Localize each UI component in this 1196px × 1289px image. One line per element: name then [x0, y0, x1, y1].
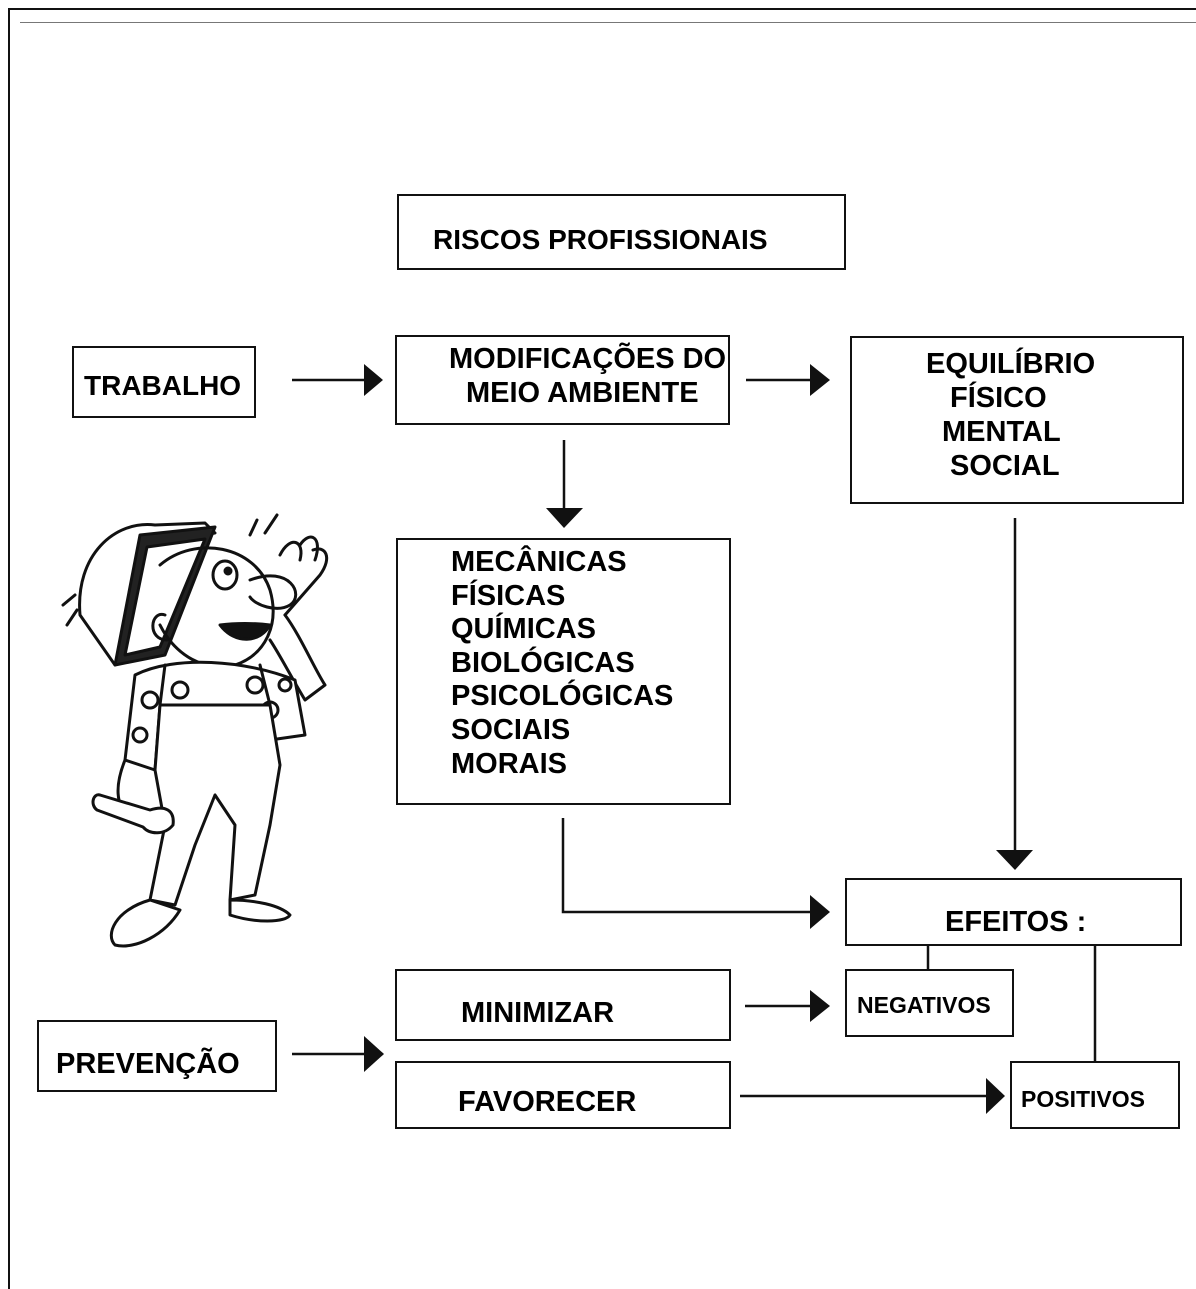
list-item: SOCIAIS [451, 713, 571, 746]
effects-label: EFEITOS : [945, 906, 1087, 938]
list-item: MECÂNICAS [451, 546, 627, 578]
arrowhead-icon [810, 895, 830, 929]
work-box: TRABALHO [72, 346, 256, 418]
effects-box: EFEITOS : [845, 878, 1182, 946]
prevention-box: PREVENÇÃO [37, 1020, 277, 1092]
balance-line-1: EQUILÍBRIO [926, 348, 1096, 380]
worker-with-helmet-and-wrench-icon [61, 513, 329, 948]
arrowhead-icon [986, 1078, 1005, 1114]
favor-box: FAVORECER [395, 1061, 731, 1129]
balance-line-3: MENTAL [942, 416, 1061, 448]
minimize-box: MINIMIZAR [395, 969, 731, 1041]
page-border-top-inner [20, 22, 1196, 23]
positive-label: POSITIVOS [1021, 1086, 1145, 1112]
favor-label: FAVORECER [458, 1086, 637, 1118]
list-item: PSICOLÓGICAS [451, 680, 674, 713]
balance-line-4: SOCIAL [950, 450, 1060, 482]
negative-label: NEGATIVOS [857, 992, 991, 1018]
arrowhead-icon [810, 990, 830, 1022]
page-border-left [8, 8, 10, 1289]
minimize-label: MINIMIZAR [461, 997, 615, 1029]
arrow-risks-to-effects [561, 818, 812, 914]
arrowhead-icon [810, 364, 830, 396]
env-change-line-1: MODIFICAÇÕES DO [449, 343, 727, 375]
work-label: TRABALHO [84, 370, 242, 401]
risk-types-list: MECÂNICAS FÍSICAS QUÍMICAS BIOLÓGICAS PS… [451, 546, 673, 781]
risk-types-box: MECÂNICAS FÍSICAS QUÍMICAS BIOLÓGICAS PS… [396, 538, 731, 805]
balance-line-2: FÍSICO [950, 382, 1047, 414]
prevention-label: PREVENÇÃO [56, 1048, 240, 1080]
list-item: BIOLÓGICAS [451, 646, 635, 679]
list-item: FÍSICAS [451, 579, 566, 612]
arrowhead-icon [364, 1036, 384, 1072]
arrowhead-icon [364, 364, 383, 396]
positive-box: POSITIVOS [1010, 1061, 1180, 1129]
diagram-title: RISCOS PROFISSIONAIS [433, 224, 768, 255]
env-change-line-2: MEIO AMBIENTE [466, 377, 699, 409]
arrowhead-icon [546, 508, 583, 528]
list-item: QUÍMICAS [451, 613, 596, 646]
env-change-box: MODIFICAÇÕES DO MEIO AMBIENTE [395, 335, 730, 425]
arrowhead-icon [996, 850, 1033, 870]
list-item: MORAIS [451, 747, 567, 780]
balance-box: EQUILÍBRIO FÍSICO MENTAL SOCIAL [850, 336, 1184, 504]
title-box: RISCOS PROFISSIONAIS [397, 194, 846, 270]
negative-box: NEGATIVOS [845, 969, 1014, 1037]
page-border-top [8, 8, 1196, 10]
